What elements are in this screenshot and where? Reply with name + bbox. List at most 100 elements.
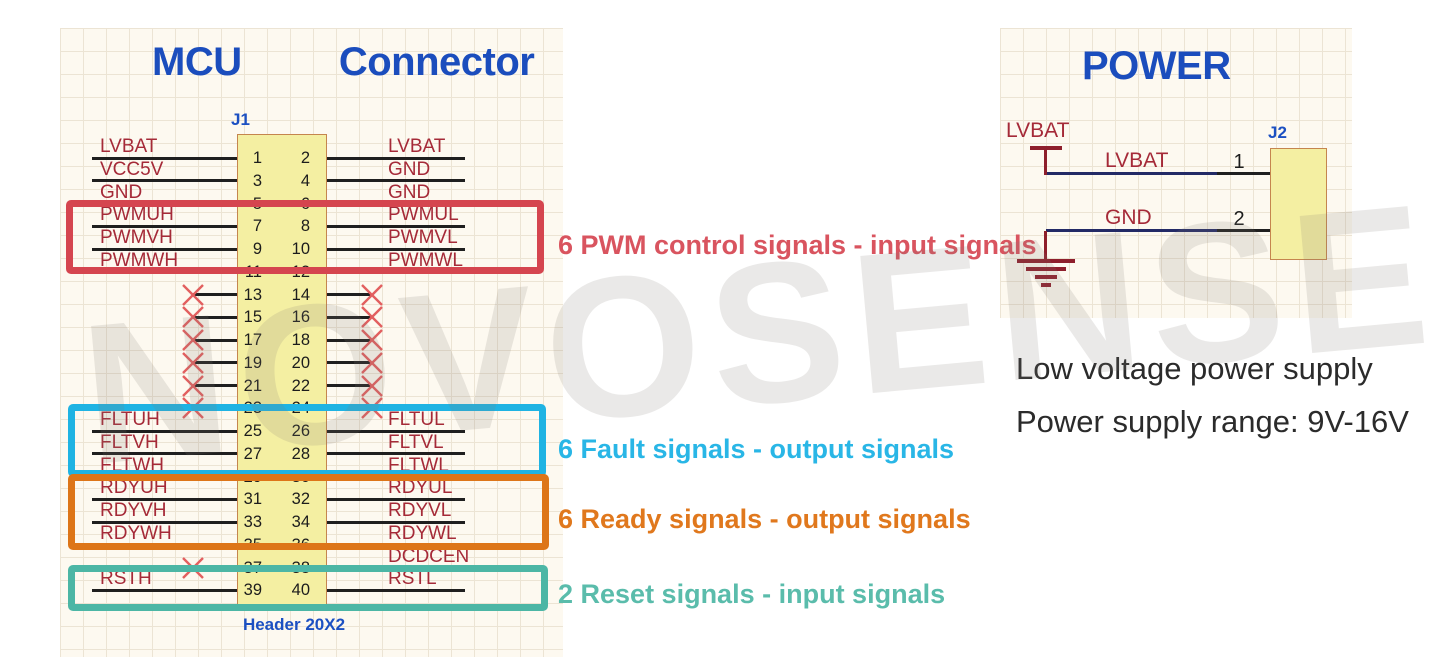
signal-group-annotation-fault: 6 Fault signals - output signals [558, 434, 955, 464]
pin-number-left: 3 [252, 171, 262, 190]
net-label-right: GND [388, 181, 431, 203]
pin-wire-left [92, 520, 237, 524]
pin-number-left: 19 [243, 353, 262, 372]
no-connect-icon [360, 351, 384, 375]
pin-number-right: 14 [291, 285, 310, 304]
pin-wire-left [92, 588, 237, 592]
signal-group-box-fault [68, 404, 546, 477]
pin-wire-right [327, 452, 465, 456]
pin-number-left: 15 [243, 308, 262, 327]
pin-wire-left [92, 179, 237, 183]
ground-stem [1044, 231, 1047, 259]
pin-wire-left [92, 429, 237, 433]
pin-number-left: 39 [243, 581, 262, 600]
lvbat-power-bar-icon [1030, 146, 1062, 150]
no-connect-icon [360, 283, 384, 307]
j2-pin1-number: 1 [1233, 151, 1245, 173]
power-note-line2: Power supply range: 9V-16V [1016, 404, 1409, 439]
lvbat-power-stem [1044, 149, 1047, 175]
pin-number-left: 13 [243, 285, 262, 304]
j2-pin2-wire [1217, 229, 1270, 232]
pin-wire-right [327, 247, 465, 251]
lvbat-power-port-label: LVBAT [1006, 119, 1070, 142]
net-label-right: RDYVL [388, 500, 452, 521]
gnd-wire [1046, 229, 1217, 232]
pin-wire-right [327, 179, 465, 183]
pin-stub-right [327, 293, 371, 296]
pin-stub-left [193, 361, 237, 365]
net-label-right: PWMUL [388, 204, 459, 226]
pin-stub-right [327, 384, 371, 387]
no-connect-icon [360, 328, 384, 352]
pin-number-right: 2 [300, 149, 310, 167]
pin-number-left: 17 [243, 331, 262, 349]
pin-number-right: 16 [291, 308, 310, 327]
pin-wire-right [327, 224, 465, 228]
net-label-left: VCC5V [100, 158, 164, 180]
pin-number-right: 4 [300, 171, 310, 190]
gnd-net-label: GND [1105, 206, 1152, 229]
net-label-right: RDYWL [388, 522, 457, 544]
pin-number-left: 31 [243, 490, 262, 509]
no-connect-icon [181, 305, 205, 329]
mcu-section-title: MCU Connector [152, 40, 535, 84]
pin-number-left: 33 [243, 513, 262, 531]
net-label-right: LVBAT [388, 136, 446, 157]
pin-number-right: 28 [291, 444, 310, 463]
ground-bar-2-icon [1026, 267, 1066, 271]
pin-number-right: 22 [291, 376, 310, 395]
j1-connector-body [237, 134, 327, 610]
net-label-left: FLTVH [100, 431, 159, 453]
pin-stub-right [327, 361, 371, 365]
signal-group-annotation-pwm: 6 PWM control signals - input signals [558, 230, 1037, 260]
pin-number-left: 1 [252, 149, 262, 167]
pin-stub-left [193, 315, 237, 319]
net-label-right: FLTUL [388, 409, 445, 430]
pin-wire-right [327, 156, 465, 160]
pin-number-right: 8 [300, 217, 310, 236]
signal-group-annotation-reset: 2 Reset signals - input signals [558, 579, 946, 609]
no-connect-icon [360, 374, 384, 398]
pin-stub-right [327, 315, 371, 319]
net-label-left: GND [100, 181, 143, 203]
net-label-left: PWMUH [100, 204, 174, 226]
net-label-left: RDYWH [100, 522, 172, 544]
pin-stub-right [327, 338, 371, 342]
net-label-right: RDYUL [388, 477, 453, 499]
signal-group-box-ready [68, 474, 549, 550]
pin-number-left: 21 [243, 376, 262, 395]
pin-number-left: 25 [243, 422, 262, 440]
j2-pin2-number: 2 [1233, 208, 1245, 230]
pin-wire-left [92, 247, 237, 251]
signal-group-annotation-ready: 6 Ready signals - output signals [558, 504, 971, 534]
pin-number-right: 18 [291, 331, 310, 349]
j2-designator: J2 [1268, 123, 1287, 142]
power-section-title: POWER [1082, 44, 1231, 88]
no-connect-icon [181, 374, 205, 398]
pin-number-right: 10 [291, 240, 310, 258]
pin-wire-right [327, 497, 465, 501]
ground-bar-1-icon [1017, 259, 1075, 263]
pin-number-right: 34 [291, 513, 310, 531]
no-connect-icon [360, 305, 384, 329]
net-label-left: FLTUH [100, 409, 160, 430]
signal-group-box-pwm [66, 200, 544, 274]
j2-pin1-wire [1217, 172, 1270, 175]
pin-stub-left [193, 384, 237, 387]
net-label-left: LVBAT [100, 136, 158, 157]
j1-footprint-label: Header 20X2 [242, 615, 346, 634]
ground-bar-4-icon [1041, 283, 1051, 287]
lvbat-wire [1046, 172, 1217, 175]
pin-wire-right [327, 588, 465, 592]
net-label-right: RSTL [388, 568, 437, 590]
ground-bar-3-icon [1035, 275, 1057, 279]
net-label-right: DCDCEN [388, 545, 470, 567]
pin-number-left: 27 [243, 444, 262, 463]
net-label-right: PWMWL [388, 249, 463, 271]
pin-number-right: 20 [291, 353, 310, 372]
pin-number-left: 7 [252, 217, 262, 236]
pin-wire-right [327, 520, 465, 524]
pin-wire-left [92, 497, 237, 501]
net-label-left: RDYVH [100, 500, 167, 521]
